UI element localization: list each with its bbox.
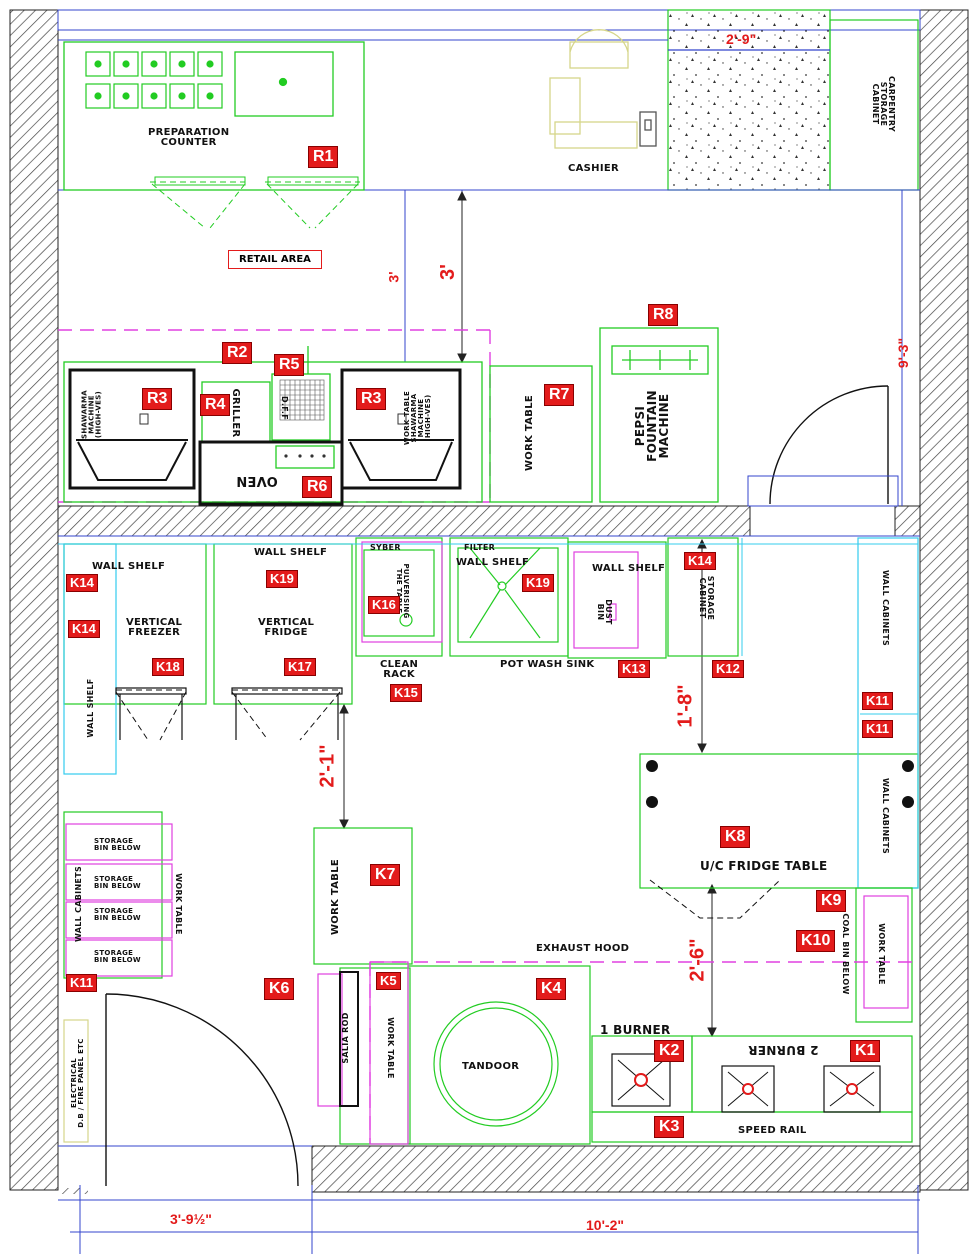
dim-3-small: 3' [385,271,402,283]
tag-k16: K16 [368,596,400,614]
label-salia-rod: SALIA ROD [341,1012,350,1064]
tag-k15: K15 [390,684,422,702]
tag-k14-c: K14 [684,552,716,570]
tag-k7: K7 [370,864,401,886]
label-shawarma-left: SHAWARMA MACHINE (HIGH-VES) [80,390,103,440]
tag-k9: K9 [816,890,847,912]
label-exhaust-hood: EXHAUST HOOD [536,943,630,954]
tag-k19-b: K19 [522,574,554,592]
label-pepsi-fountain-machine: PEPSI FOUNTAIN MACHINE [633,390,671,462]
tag-r5: R5 [274,354,305,376]
label-oven: OVEN [236,473,278,488]
label-tandoor: TANDOOR [462,1061,520,1072]
label-storage-bin-3: STORAGE BIN BELOW [94,907,141,922]
tag-r4: R4 [200,394,231,416]
tag-k4: K4 [536,978,567,1000]
tag-k11-c: K11 [66,974,98,992]
tag-k11-a: K11 [862,692,894,710]
tag-r3-left: R3 [142,388,173,410]
label-storage-bin-4: STORAGE BIN BELOW [94,949,141,964]
label-syber: SYBER [370,543,401,552]
label-2-burner: 2 BURNER [748,1043,819,1057]
label-storage-bin-2: STORAGE BIN BELOW [94,875,141,890]
label-storage-bin-1: STORAGE BIN BELOW [94,837,141,852]
label-retail-area: RETAIL AREA [228,250,322,269]
label-wall-shelf-side: WALL SHELF [86,678,95,738]
label-wall-shelf-2: WALL SHELF [254,547,328,558]
tag-r3-right: R3 [356,388,387,410]
label-storage-cabinet: STORAGE CABINET [698,575,715,621]
label-work-table-right: WORK TABLE [877,923,886,985]
label-wall-cabinets-top: WALL CABINETS [881,569,890,647]
label-wall-shelf-3: WALL SHELF [456,557,530,568]
label-vertical-fridge: VERTICAL FRIDGE [258,617,315,638]
label-work-table-k7: WORK TABLE [330,858,341,936]
label-speed-rail: SPEED RAIL [738,1125,807,1136]
tag-k6: K6 [264,978,295,1000]
label-work-table-r7: WORK TABLE [524,394,535,472]
tag-k19-a: K19 [266,570,298,588]
label-dff: D.F.F [280,396,289,420]
label-shawarma-right: WORK TABLE SHAWARMA MACHINE (HIGH-VES) [403,390,432,446]
tag-k14-a: K14 [66,574,98,592]
label-carpentry-storage-cabinet: CARPENTRY STORAGE CABINET [871,76,896,132]
tag-k8: K8 [720,826,751,848]
dim-3-9-half: 3'-9½" [170,1211,212,1227]
tag-k18: K18 [152,658,184,676]
dim-2-1: 2'-1" [316,744,339,788]
dim-3: 3' [436,264,459,280]
label-wall-cabinets-left: WALL CABINETS [74,865,83,943]
tag-k12: K12 [712,660,744,678]
label-griller: GRILLER [230,388,241,438]
tag-k11-b: K11 [862,720,894,738]
label-electrical-panel: ELECTRICAL D.B / FIRE PANEL ETC [70,1038,85,1128]
dim-2-6: 2'-6" [686,938,709,982]
carpentry-storage-block [667,9,831,191]
tag-r1: R1 [308,146,339,168]
label-wall-cabinets-mid: WALL CABINETS [881,777,890,855]
tag-k1: K1 [850,1040,881,1062]
tag-k13: K13 [618,660,650,678]
label-vertical-freezer: VERTICAL FREEZER [126,617,183,638]
label-wall-shelf-1: WALL SHELF [92,561,166,572]
tag-k14-b: K14 [68,620,100,638]
label-cashier: CASHIER [568,163,620,174]
label-wall-shelf-4: WALL SHELF [592,563,666,574]
label-work-table-k5: WORK TABLE [386,1017,395,1079]
tag-k3: K3 [654,1116,685,1138]
label-coal-bin-below: COAL BIN BELOW [841,913,850,995]
tag-r2: R2 [222,342,253,364]
label-preparation-counter: PREPARATION COUNTER [148,127,230,148]
dim-9-3: 9'-3" [895,337,912,369]
tag-r6: R6 [302,476,333,498]
tag-k17: K17 [284,658,316,676]
label-dust-bin: DUST BIN [596,599,613,625]
label-pot-wash-sink: POT WASH SINK [500,659,595,670]
tag-r8: R8 [648,304,679,326]
dim-10-2: 10'-2" [586,1217,624,1233]
label-work-table-left: WORK TABLE [174,873,183,935]
label-uc-fridge-table: U/C FRIDGE TABLE [700,859,828,873]
dim-1-8: 1'-8" [674,684,697,728]
label-filter: FILTER [464,543,496,552]
label-clean-rack: CLEAN RACK [380,659,419,680]
tag-k2: K2 [654,1040,685,1062]
tag-r7: R7 [544,384,575,406]
dim-2-9: 2'-9" [726,31,757,47]
tag-k5: K5 [376,972,401,990]
label-1-burner: 1 BURNER [600,1023,671,1037]
tag-k10: K10 [796,930,836,952]
